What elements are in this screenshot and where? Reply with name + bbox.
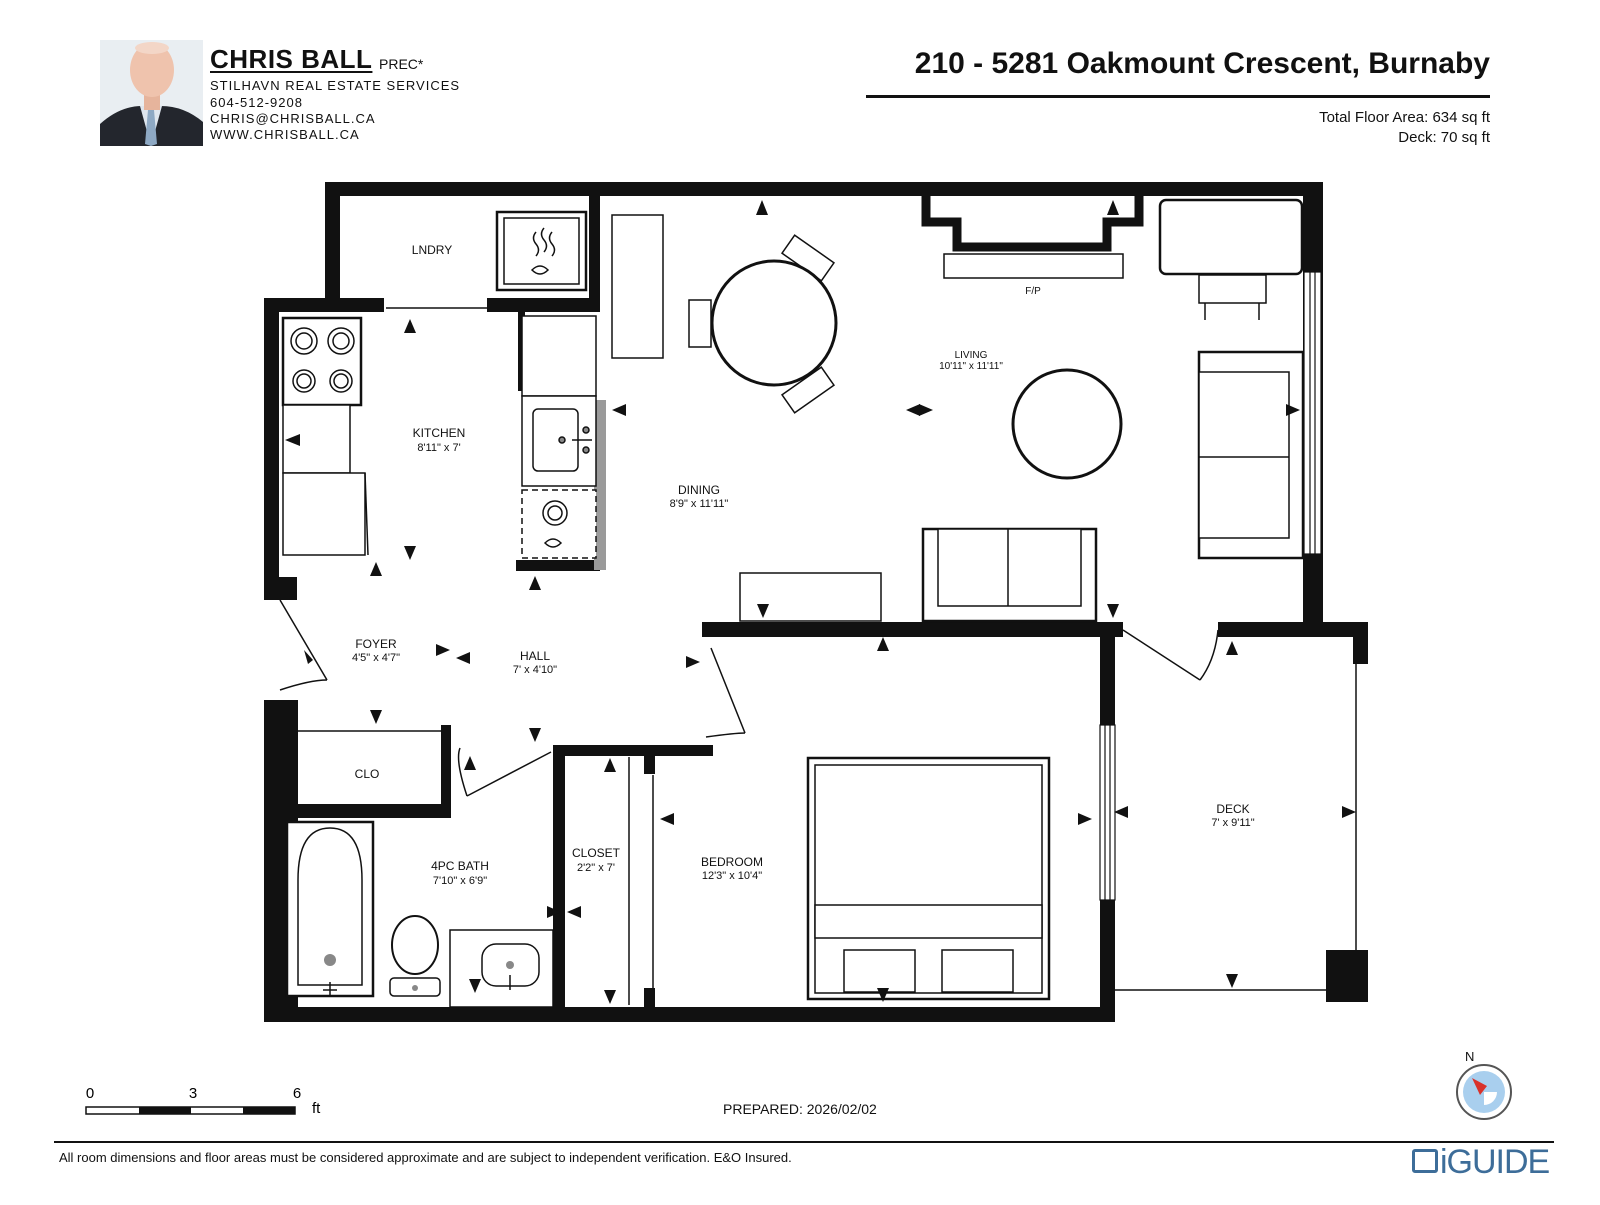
room-deck-name: DECK: [1216, 802, 1249, 816]
wall-laundry-south-b: [487, 298, 598, 312]
wall-deck-ne: [1353, 622, 1368, 664]
living-furniture: [739, 198, 1305, 623]
dining-furniture: [611, 214, 838, 414]
room-bath-dims: 7'10" x 6'9": [433, 875, 487, 887]
tv-console: [739, 572, 882, 622]
room-foyer-dims: 4'5" x 4'7": [352, 652, 400, 664]
room-bedroom-name: BEDROOM: [701, 855, 763, 869]
wall-kitchen-west: [264, 298, 279, 600]
chair-se: [780, 366, 836, 414]
bath-fixtures: [285, 820, 554, 1008]
agent-phone: 604-512-9208: [210, 95, 303, 110]
scale-mark-3: 3: [189, 1085, 197, 1102]
counter-east: [521, 315, 597, 397]
room-closet-name: CLOSET: [572, 846, 621, 860]
agent-photo: [100, 40, 203, 146]
wall-closet-stub: [644, 752, 655, 774]
wall-closet-stub-b: [644, 988, 655, 1010]
compass-label: N: [1465, 1049, 1474, 1064]
buffet: [611, 214, 664, 359]
room-fireplace-name: F/P: [1025, 286, 1041, 297]
deck-door: [1122, 629, 1201, 681]
room-deck-dims: 7' x 9'11": [1211, 817, 1254, 829]
fridge: [282, 472, 366, 556]
windows: [1099, 271, 1322, 901]
kitchen-fixtures: [281, 315, 597, 559]
wall-bedroom-north: [702, 622, 1123, 637]
wall-hall-south: [553, 745, 713, 756]
listing-address: 210 - 5281 Oakmount Crescent, Burnaby: [914, 47, 1490, 80]
footer-rule: [54, 1141, 1554, 1143]
scale-unit: ft: [312, 1100, 321, 1117]
wall-south: [264, 1007, 1115, 1022]
doors: [279, 307, 1219, 1005]
header-rule: [866, 95, 1490, 98]
room-kitchen-dims: 8'11" x 7': [417, 442, 460, 454]
room-living-name: LIVING: [955, 350, 988, 361]
disclaimer: All room dimensions and floor areas must…: [59, 1150, 792, 1165]
dimension-arrows: [285, 200, 1356, 1004]
wall-laundry-east: [589, 182, 600, 312]
room-foyer-name: FOYER: [355, 637, 397, 651]
room-dining-dims: 8'9" x 11'11": [670, 498, 729, 510]
agent-designation: PREC*: [379, 56, 424, 72]
kitchen-partition: [594, 400, 606, 570]
wall-laundry-west: [325, 182, 340, 306]
entry-door: [279, 599, 328, 681]
deck-outline: [1115, 664, 1357, 991]
fireplace-bump: [921, 195, 1144, 252]
room-clo-name: CLO: [355, 767, 380, 781]
room-bath-name: 4PC BATH: [431, 859, 489, 873]
iguide-logo-text: iGUIDE: [1440, 1143, 1550, 1181]
wall-laundry-south-a: [264, 298, 384, 312]
iguide-logo-icon: [1412, 1149, 1438, 1174]
toilet: [391, 915, 439, 975]
agent-email: CHRIS@CHRISBALL.CA: [210, 111, 376, 126]
wall-deck-se: [1326, 950, 1368, 1002]
scale-mark-6: 6: [293, 1085, 301, 1102]
laundry-appliances: [495, 210, 588, 292]
agent-name: CHRIS BALL: [210, 44, 373, 74]
coffee-table: [1011, 368, 1123, 480]
wall-clo-south: [298, 804, 449, 818]
bedroom-door: [710, 647, 746, 734]
wall-foyer-north-stub: [264, 577, 297, 600]
iguide-logo: iGUIDE: [1412, 1143, 1550, 1182]
agent-website: WWW.CHRISBALL.CA: [210, 127, 360, 142]
room-bedroom-dims: 12'3" x 10'4": [702, 870, 762, 882]
wall-closet-west: [553, 745, 565, 1007]
room-dining-name: DINING: [678, 483, 720, 497]
room-hall-dims: 7' x 4'10": [513, 664, 557, 676]
room-kitchen-name: KITCHEN: [413, 426, 466, 440]
desk: [1158, 198, 1304, 276]
room-laundry-name: LNDRY: [412, 243, 452, 257]
desk-chair: [1198, 274, 1267, 304]
bed: [806, 756, 1051, 1001]
compass-icon: N: [1456, 1049, 1512, 1120]
wall-deck-north: [1218, 622, 1368, 637]
prepared-date: PREPARED: 2026/02/02: [723, 1101, 877, 1117]
agent-brokerage: STILHAVN REAL ESTATE SERVICES: [210, 78, 461, 93]
deck-area: Deck: 70 sq ft: [1398, 129, 1490, 146]
scale-bar: 0 3 6 ft: [85, 1085, 321, 1117]
fireplace-hearth: [943, 253, 1124, 279]
room-living-dims: 10'11" x 11'11": [939, 361, 1003, 372]
room-hall-name: HALL: [520, 649, 550, 663]
scale-mark-0: 0: [86, 1085, 94, 1102]
bath-door: [466, 751, 552, 797]
room-closet-dims: 2'2" x 7': [577, 862, 615, 874]
wall-clo-east: [441, 725, 451, 818]
wall-kitchen-south: [516, 560, 600, 571]
total-floor-area: Total Floor Area: 634 sq ft: [1319, 109, 1490, 126]
dining-table: [710, 259, 838, 387]
window-bedroom: [1099, 724, 1116, 901]
chair-w: [688, 299, 712, 348]
wall-north: [325, 182, 1323, 196]
window-living: [1303, 271, 1322, 555]
